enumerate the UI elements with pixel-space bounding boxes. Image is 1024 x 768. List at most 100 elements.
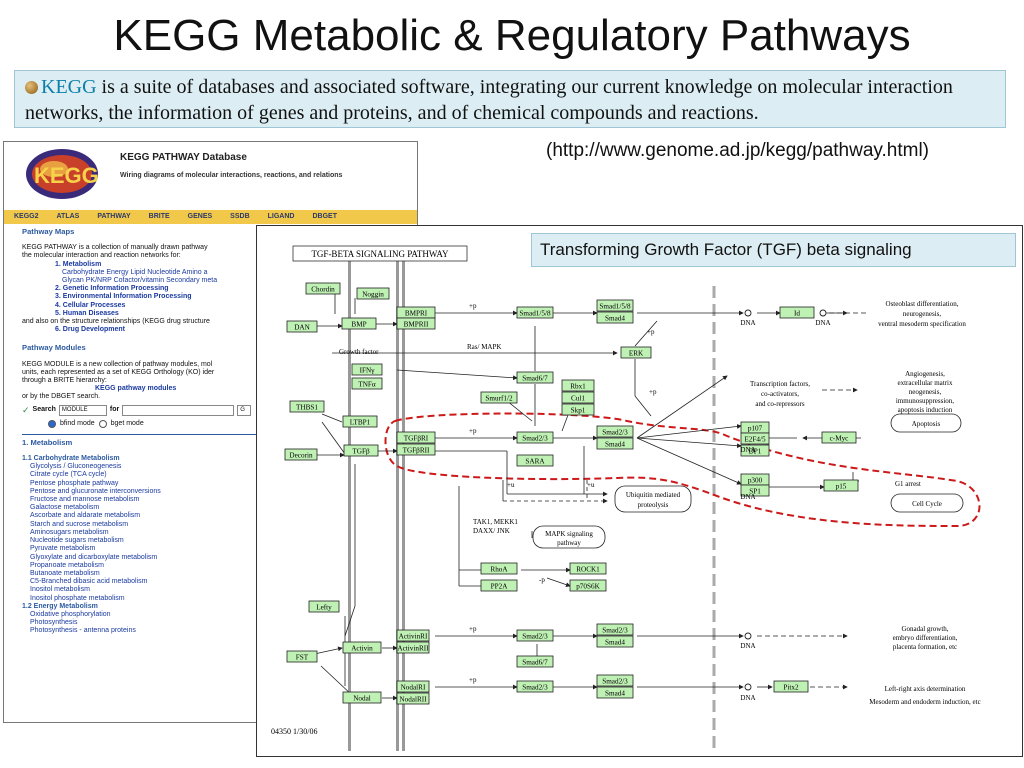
gene-box-smad67b[interactable]: Smad6/7	[516, 655, 554, 668]
gene-box-p300[interactable]: p300	[740, 473, 770, 486]
gene-box-smad158b[interactable]: Smad1/5/8	[596, 299, 634, 312]
carb-list-item[interactable]: C5-Branched dibasic acid metabolism	[30, 578, 148, 586]
gene-box-actri[interactable]: ActivinRI	[396, 629, 430, 642]
nav-item-kegg2[interactable]: KEGG2	[14, 213, 39, 220]
gene-box-p15[interactable]: p15	[823, 479, 859, 492]
carb-list-item[interactable]: Propanoate metabolism	[30, 561, 104, 569]
gene-box-nodal[interactable]: Nodal	[342, 691, 382, 704]
gene-box-e2f45[interactable]: E2F4/5	[740, 432, 770, 445]
gene-box-chordin[interactable]: Chordin	[305, 282, 341, 295]
carb-list-item[interactable]: Starch and sucrose metabolism	[30, 520, 129, 528]
gene-box-pp2a[interactable]: PP2A	[480, 579, 518, 592]
bget-radio[interactable]	[98, 419, 107, 428]
carb-list-item[interactable]: Pentose and glucuronate interconversions	[30, 487, 161, 495]
gene-box-fst[interactable]: FST	[286, 650, 318, 663]
nav-item-dbget[interactable]: DBGET	[312, 213, 337, 220]
carb-list-item[interactable]: Aminosugars metabolism	[30, 528, 109, 536]
gene-box-erk[interactable]: ERK	[620, 346, 652, 359]
category-drug-development[interactable]: 6. Drug Development	[55, 326, 126, 334]
gene-box-cul1[interactable]: Cul1	[561, 391, 595, 404]
gene-box-bmprii[interactable]: BMPRII	[396, 317, 436, 330]
gene-box-smad23d[interactable]: Smad2/3	[596, 623, 634, 636]
gene-box-smad23e[interactable]: Smad2/3	[516, 680, 554, 693]
gene-box-bmp[interactable]: BMP	[341, 317, 377, 330]
gene-box-nodalri[interactable]: NodalRI	[396, 680, 430, 693]
gene-box-smad4d[interactable]: Smad4	[596, 686, 634, 699]
gene-box-ltbp1[interactable]: LTBP1	[342, 415, 378, 428]
carb-list-item[interactable]: Glycolysis / Gluconeogenesis	[30, 463, 122, 471]
bfind-radio[interactable]	[48, 419, 56, 428]
kegg-link[interactable]: KEGG	[41, 76, 97, 98]
gene-box-smurf[interactable]: Smurf1/2	[480, 391, 518, 404]
gene-box-dan[interactable]: DAN	[286, 320, 318, 333]
gene-box-smad23b[interactable]: Smad2/3	[596, 425, 634, 438]
carb-list-item[interactable]: Butanoate metabolism	[30, 569, 100, 577]
gene-box-dp1[interactable]: DP1	[740, 444, 770, 457]
nav-item-ssdb[interactable]: SSDB	[230, 213, 250, 220]
gene-box-tnfa[interactable]: TNFα	[351, 377, 383, 390]
gene-box-rbx1[interactable]: Rbx1	[561, 379, 595, 392]
carb-list-item[interactable]: Pyruvate metabolism	[30, 545, 96, 553]
gene-box-lefty[interactable]: Lefty	[308, 600, 340, 613]
gene-box-nodalrii[interactable]: NodalRII	[396, 692, 430, 705]
metabolism-sub-1[interactable]: Carbohydrate Energy Lipid Nucleotide Ami…	[62, 268, 208, 276]
gene-box-p70s6k[interactable]: p70S6K	[569, 579, 607, 592]
gene-box-skp1[interactable]: Skp1	[561, 403, 595, 416]
gene-box-cmyc[interactable]: c-Myc	[821, 431, 857, 444]
carb-list-item[interactable]: Galactose metabolism	[30, 504, 100, 512]
gene-box-smad23c[interactable]: Smad2/3	[516, 629, 554, 642]
carb-list-item[interactable]: Fructose and mannose metabolism	[30, 496, 140, 504]
gene-box-p107[interactable]: p107	[740, 421, 770, 434]
gene-label-p107: p107	[748, 425, 763, 433]
modules-link[interactable]: KEGG pathway modules	[95, 385, 177, 393]
gene-box-smad23f[interactable]: Smad2/3	[596, 674, 634, 687]
category-environmental[interactable]: 3. Environmental Information Processing	[55, 293, 192, 301]
gene-box-bmpri[interactable]: BMPRI	[396, 306, 436, 319]
energy-list-item[interactable]: Oxidative phosphorylation	[30, 610, 111, 618]
gene-box-smad67a[interactable]: Smad6/7	[516, 371, 554, 384]
nav-item-genes[interactable]: GENES	[187, 213, 213, 220]
gene-box-rock1[interactable]: ROCK1	[569, 562, 607, 575]
gene-box-smad4c[interactable]: Smad4	[596, 635, 634, 648]
metabolism-sub-2[interactable]: Glycan PK/NRP Cofactor/vitamin Secondary…	[62, 277, 218, 285]
gene-label-e2f45: E2F4/5	[744, 436, 766, 444]
gene-box-ifng[interactable]: IFNγ	[351, 363, 383, 376]
gene-box-thbs1[interactable]: THBS1	[289, 400, 325, 413]
search-input[interactable]	[122, 404, 235, 416]
gene-box-sp1[interactable]: SP1	[740, 484, 770, 497]
gene-box-smad158a[interactable]: Smad1/5/8	[516, 306, 554, 319]
gene-box-decorin[interactable]: Decorin	[284, 448, 318, 461]
carb-list-item[interactable]: Glyoxylate and dicarboxylate metabolism	[30, 553, 158, 561]
gene-box-tgfbri[interactable]: TGFβRI	[396, 431, 436, 444]
carb-list-item[interactable]: Citrate cycle (TCA cycle)	[30, 471, 107, 479]
energy-list-item[interactable]: Photosynthesis - antenna proteins	[30, 627, 136, 635]
category-metabolism[interactable]: 1. Metabolism	[55, 260, 102, 268]
nav-item-atlas[interactable]: ATLAS	[56, 213, 80, 220]
carb-list-item[interactable]: Inositol metabolism	[30, 586, 90, 594]
search-select[interactable]: MODULE	[58, 404, 107, 416]
gene-box-tgfbrii[interactable]: TGFβRII	[396, 443, 436, 456]
nav-item-ligand[interactable]: LIGAND	[267, 213, 295, 220]
gene-box-smad23a[interactable]: Smad2/3	[516, 431, 554, 444]
gene-box-actrii[interactable]: ActivinRII	[396, 641, 430, 654]
gene-box-activin[interactable]: Activin	[342, 641, 382, 654]
energy-list-item[interactable]: Photosynthesis	[30, 619, 78, 627]
nav-item-pathway[interactable]: PATHWAY	[97, 213, 131, 220]
gene-box-smad4a[interactable]: Smad4	[596, 311, 634, 324]
search-go-button[interactable]: G	[237, 404, 252, 416]
carb-list-item[interactable]: Nucleotide sugars metabolism	[30, 537, 124, 545]
gene-box-tgfb[interactable]: TGFβ	[343, 444, 379, 457]
gene-box-smad4b[interactable]: Smad4	[596, 437, 634, 450]
gene-box-pitx2[interactable]: Pitx2	[773, 680, 809, 693]
category-human-diseases[interactable]: 5. Human Diseases	[55, 309, 119, 317]
gene-box-sara[interactable]: SARA	[516, 454, 554, 467]
category-cellular[interactable]: 4. Cellular Processes	[55, 301, 126, 309]
carb-list-item[interactable]: Inositol phosphate metabolism	[30, 594, 125, 602]
carb-list-item[interactable]: Pentose phosphate pathway	[30, 479, 119, 487]
nav-item-brite[interactable]: BRITE	[148, 213, 170, 220]
gene-box-id[interactable]: Id	[779, 306, 815, 319]
gene-box-rhoa[interactable]: RhoA	[480, 562, 518, 575]
gene-box-noggin[interactable]: Noggin	[356, 287, 390, 300]
category-genetic[interactable]: 2. Genetic Information Processing	[55, 285, 169, 293]
carb-list-item[interactable]: Ascorbate and aldarate metabolism	[30, 512, 141, 520]
